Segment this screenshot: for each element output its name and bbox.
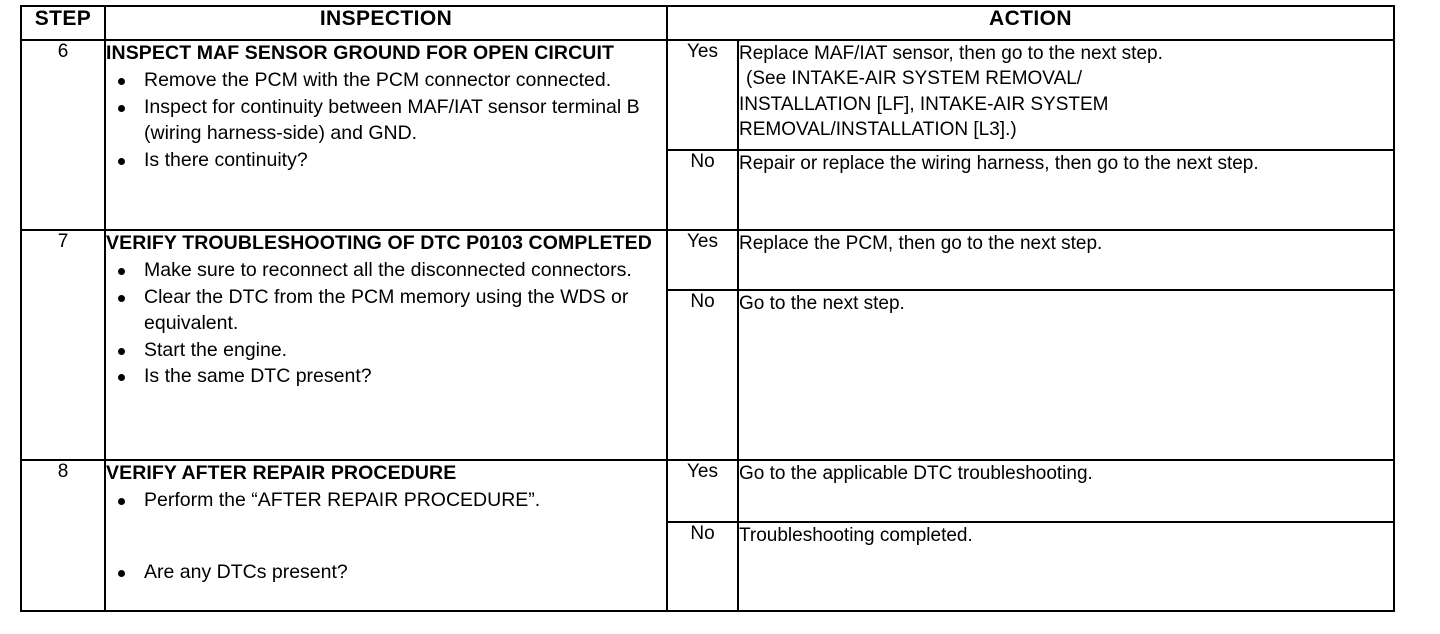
step-number: 8 bbox=[20, 459, 106, 612]
table-row: No Troubleshooting completed. bbox=[21, 521, 1395, 612]
inspection-cell: VERIFY TROUBLESHOOTING OF DTC P0103 COMP… bbox=[104, 229, 668, 461]
column-header-inspection: INSPECTION bbox=[104, 5, 668, 41]
answer-label-yes: Yes bbox=[666, 459, 739, 523]
list-item: Clear the DTC from the PCM memory using … bbox=[106, 285, 666, 336]
action-line: (See INTAKE-AIR SYSTEM REMOVAL/ bbox=[746, 68, 1083, 90]
table-body: 6 INSPECT MAF SENSOR GROUND FOR OPEN CIR… bbox=[20, 39, 1395, 612]
answer-label-no: No bbox=[666, 521, 739, 612]
inspection-bullet-list: Perform the “AFTER REPAIR PROCEDURE”. Ar… bbox=[106, 488, 666, 585]
action-line: Repair or replace the wiring harness, th… bbox=[739, 153, 1259, 174]
inspection-title: VERIFY AFTER REPAIR PROCEDURE bbox=[106, 462, 457, 484]
list-item: Inspect for continuity between MAF/IAT s… bbox=[106, 95, 666, 146]
answer-label-yes: Yes bbox=[666, 229, 739, 291]
troubleshooting-table: STEP INSPECTION ACTION 6 INSPECT MAF SEN… bbox=[20, 5, 1395, 612]
table-row: No Repair or replace the wiring harness,… bbox=[21, 149, 1395, 231]
inspection-cell: INSPECT MAF SENSOR GROUND FOR OPEN CIRCU… bbox=[104, 39, 668, 231]
action-cell-no: Troubleshooting completed. bbox=[737, 521, 1395, 612]
list-item: Is the same DTC present? bbox=[106, 364, 666, 390]
step-number: 6 bbox=[20, 39, 106, 231]
table-header: STEP INSPECTION ACTION bbox=[20, 5, 1395, 41]
list-item: Are any DTCs present? bbox=[106, 560, 666, 586]
inspection-bullet-list: Make sure to reconnect all the disconnec… bbox=[106, 258, 666, 390]
action-line: Replace MAF/IAT sensor, then go to the n… bbox=[739, 43, 1163, 64]
step-number: 7 bbox=[20, 229, 106, 461]
action-cell-yes: Replace MAF/IAT sensor, then go to the n… bbox=[737, 39, 1395, 151]
list-item: Is there continuity? bbox=[106, 148, 666, 174]
table-row: No Go to the next step. bbox=[21, 289, 1395, 461]
list-item: Remove the PCM with the PCM connector co… bbox=[106, 68, 666, 94]
action-line: Go to the next step. bbox=[739, 293, 905, 314]
inspection-cell: VERIFY AFTER REPAIR PROCEDURE Perform th… bbox=[104, 459, 668, 612]
answer-label-no: No bbox=[666, 289, 739, 461]
table-row: 8 VERIFY AFTER REPAIR PROCEDURE Perform … bbox=[20, 459, 1395, 612]
action-line: Go to the applicable DTC troubleshooting… bbox=[739, 463, 1093, 484]
list-item: Make sure to reconnect all the disconnec… bbox=[106, 258, 666, 284]
action-line: Troubleshooting completed. bbox=[739, 525, 973, 546]
column-header-step: STEP bbox=[20, 5, 106, 41]
action-line: INSTALLATION [LF], INTAKE-AIR SYSTEM bbox=[739, 93, 1109, 115]
action-cell-no: Repair or replace the wiring harness, th… bbox=[737, 149, 1395, 231]
action-line: Replace the PCM, then go to the next ste… bbox=[739, 233, 1103, 254]
answer-label-no: No bbox=[666, 149, 739, 231]
action-cell-no: Go to the next step. bbox=[737, 289, 1395, 461]
inspection-title: INSPECT MAF SENSOR GROUND FOR OPEN CIRCU… bbox=[106, 42, 614, 64]
table-row: 7 VERIFY TROUBLESHOOTING OF DTC P0103 CO… bbox=[20, 229, 1395, 461]
action-cell-yes: Go to the applicable DTC troubleshooting… bbox=[737, 459, 1395, 523]
inspection-bullet-list: Remove the PCM with the PCM connector co… bbox=[106, 68, 666, 173]
column-header-action: ACTION bbox=[666, 5, 1395, 41]
inspection-title: VERIFY TROUBLESHOOTING OF DTC P0103 COMP… bbox=[106, 232, 652, 254]
action-cell-yes: Replace the PCM, then go to the next ste… bbox=[737, 229, 1395, 291]
list-item: Start the engine. bbox=[106, 338, 666, 364]
header-row: STEP INSPECTION ACTION bbox=[20, 5, 1395, 41]
list-item: Perform the “AFTER REPAIR PROCEDURE”. bbox=[106, 488, 666, 514]
table-row: 6 INSPECT MAF SENSOR GROUND FOR OPEN CIR… bbox=[20, 39, 1395, 231]
answer-label-yes: Yes bbox=[666, 39, 739, 151]
action-line: REMOVAL/INSTALLATION [L3].) bbox=[739, 118, 1017, 140]
